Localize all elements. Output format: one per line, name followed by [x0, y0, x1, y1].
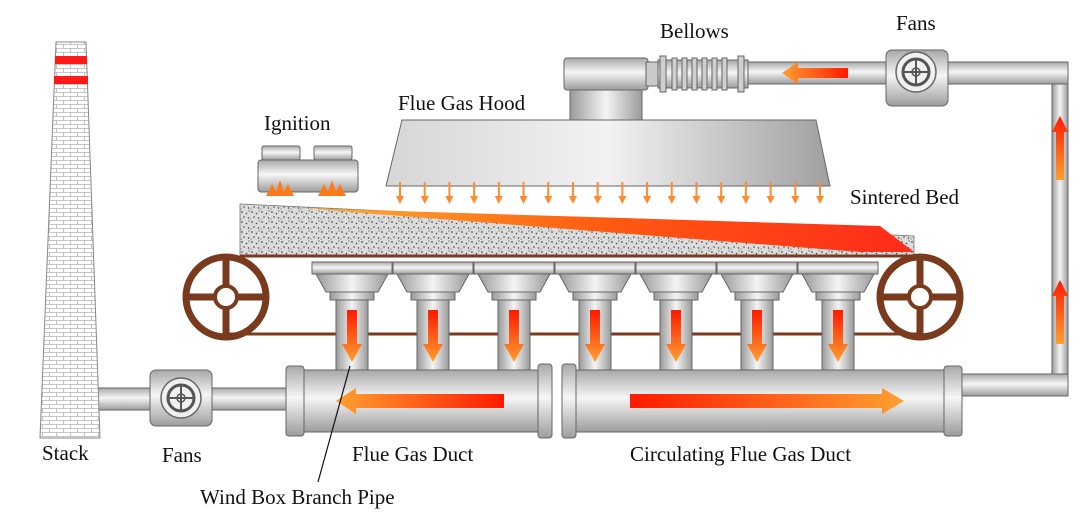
arrow-up-right-pipe-1	[1052, 116, 1068, 180]
bellows	[657, 55, 749, 93]
stack	[39, 41, 101, 439]
label-circulating-flue-gas-duct: Circulating Flue Gas Duct	[630, 442, 851, 466]
wind-box	[311, 261, 393, 371]
arrow-left-top-pipe	[782, 62, 848, 84]
ignition-burners	[257, 145, 359, 196]
wind-box-leader-line	[317, 365, 351, 483]
wind-box	[473, 261, 555, 371]
wind-boxes	[311, 261, 879, 371]
hood-down-arrow	[816, 182, 824, 204]
sintered-bed	[239, 203, 915, 258]
hood-down-arrow	[766, 182, 775, 204]
wind-box-down-arrow	[747, 310, 767, 362]
label-fans-bottom: Fans	[162, 443, 202, 467]
hood-down-arrow	[741, 182, 750, 204]
flue-gas-hood	[385, 57, 831, 187]
stack-red-band-1	[55, 56, 87, 64]
label-bellows: Bellows	[660, 19, 729, 43]
hood-down-arrow	[593, 182, 602, 204]
hood-down-arrow	[692, 182, 701, 204]
hood-down-arrow	[396, 182, 404, 204]
stack-red-band-2	[54, 76, 88, 84]
hood-down-arrow	[717, 182, 726, 204]
label-flue-gas-duct: Flue Gas Duct	[352, 442, 473, 466]
label-sintered-bed: Sintered Bed	[850, 185, 960, 209]
hood-down-arrow	[519, 182, 528, 204]
hood-down-arrow	[618, 182, 627, 204]
wind-box-down-arrow	[666, 310, 686, 362]
arrow-flue-gas-duct	[336, 388, 504, 414]
hood-down-arrow	[791, 182, 800, 204]
wheel-right	[876, 253, 964, 341]
hood-down-arrow	[470, 182, 479, 204]
wind-box-down-arrow	[342, 310, 362, 362]
label-flue-gas-hood: Flue Gas Hood	[398, 91, 526, 115]
wind-box	[392, 261, 474, 371]
ignition-flame-2-icon	[318, 180, 346, 196]
combustion-zone	[300, 208, 914, 252]
hood-down-arrow	[494, 182, 503, 204]
hood-down-arrow	[420, 182, 429, 204]
arrow-up-right-pipe-2	[1052, 280, 1068, 344]
hood-suction-arrows	[396, 182, 824, 204]
label-ignition: Ignition	[264, 111, 331, 135]
label-fans-top: Fans	[896, 11, 936, 35]
hood-down-arrow	[568, 182, 577, 204]
label-stack: Stack	[42, 441, 89, 465]
wind-box-down-arrow	[504, 310, 524, 362]
ignition-flame-1-icon	[266, 180, 294, 196]
wind-box	[635, 261, 717, 371]
wind-box	[716, 261, 798, 371]
wind-box-down-arrow	[423, 310, 443, 362]
hood-down-arrow	[445, 182, 454, 204]
wind-box	[797, 261, 879, 371]
flow-arrows-recirculation	[782, 62, 1068, 344]
hood-down-arrow	[667, 182, 676, 204]
wheel-left	[182, 253, 270, 341]
hood-down-arrow	[643, 182, 652, 204]
fan-top	[885, 49, 949, 107]
label-wind-box-branch-pipe: Wind Box Branch Pipe	[200, 485, 395, 509]
wind-box	[554, 261, 636, 371]
wind-box-down-arrow	[828, 310, 848, 362]
arrow-circulating-duct	[630, 388, 904, 414]
hood-down-arrow	[544, 182, 553, 204]
wind-box-down-arrow	[585, 310, 605, 362]
fan-bottom	[149, 369, 213, 427]
